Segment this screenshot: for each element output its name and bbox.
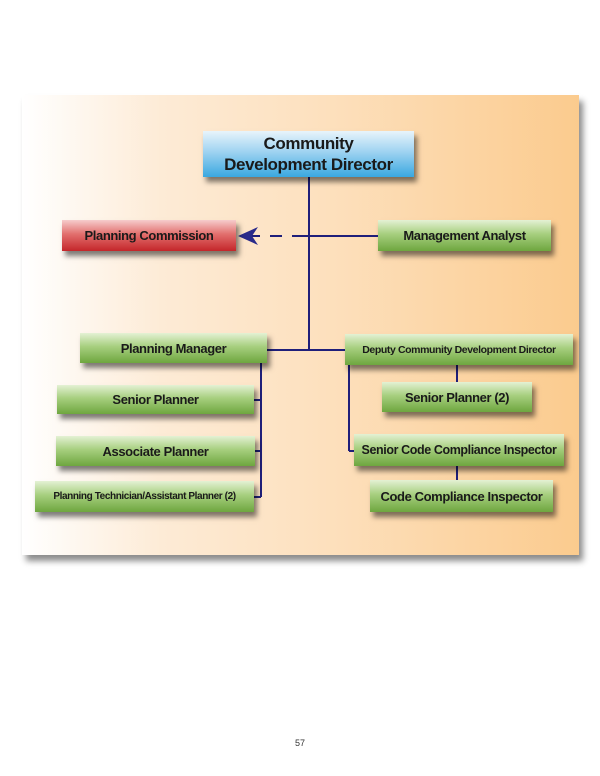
management-analyst-box: Management Analyst (378, 220, 551, 251)
deputy-director-box: Deputy Community Development Director (345, 334, 573, 365)
senior-planner-2-label: Senior Planner (2) (404, 389, 510, 405)
code-inspector-label: Code Compliance Inspector (380, 488, 543, 504)
associate-planner-box: Associate Planner (56, 436, 255, 466)
page-number: 57 (294, 738, 305, 748)
associate-planner-label: Associate Planner (102, 443, 209, 459)
senior-planner-box: Senior Planner (57, 385, 254, 414)
planning-manager-box: Planning Manager (80, 333, 267, 363)
planning-technician-box: Planning Technician/Assistant Planner (2… (35, 481, 254, 512)
arrow-head-icon (238, 227, 258, 245)
code-inspector-box: Code Compliance Inspector (370, 480, 553, 512)
management-analyst-label: Management Analyst (403, 228, 526, 243)
planning-manager-label: Planning Manager (120, 340, 227, 356)
director-box: Community Development Director (203, 131, 414, 177)
planning-commission-label: Planning Commission (84, 228, 214, 243)
deputy-director-label: Deputy Community Development Director (362, 343, 556, 356)
director-label: Community Development Director (224, 134, 393, 174)
planning-technician-label: Planning Technician/Assistant Planner (2… (53, 491, 236, 502)
senior-code-inspector-label: Senior Code Compliance Inspector (361, 443, 557, 457)
senior-planner-label: Senior Planner (112, 392, 199, 407)
planning-commission-box: Planning Commission (62, 220, 236, 251)
senior-code-inspector-box: Senior Code Compliance Inspector (354, 434, 564, 466)
senior-planner-2-box: Senior Planner (2) (382, 382, 532, 412)
